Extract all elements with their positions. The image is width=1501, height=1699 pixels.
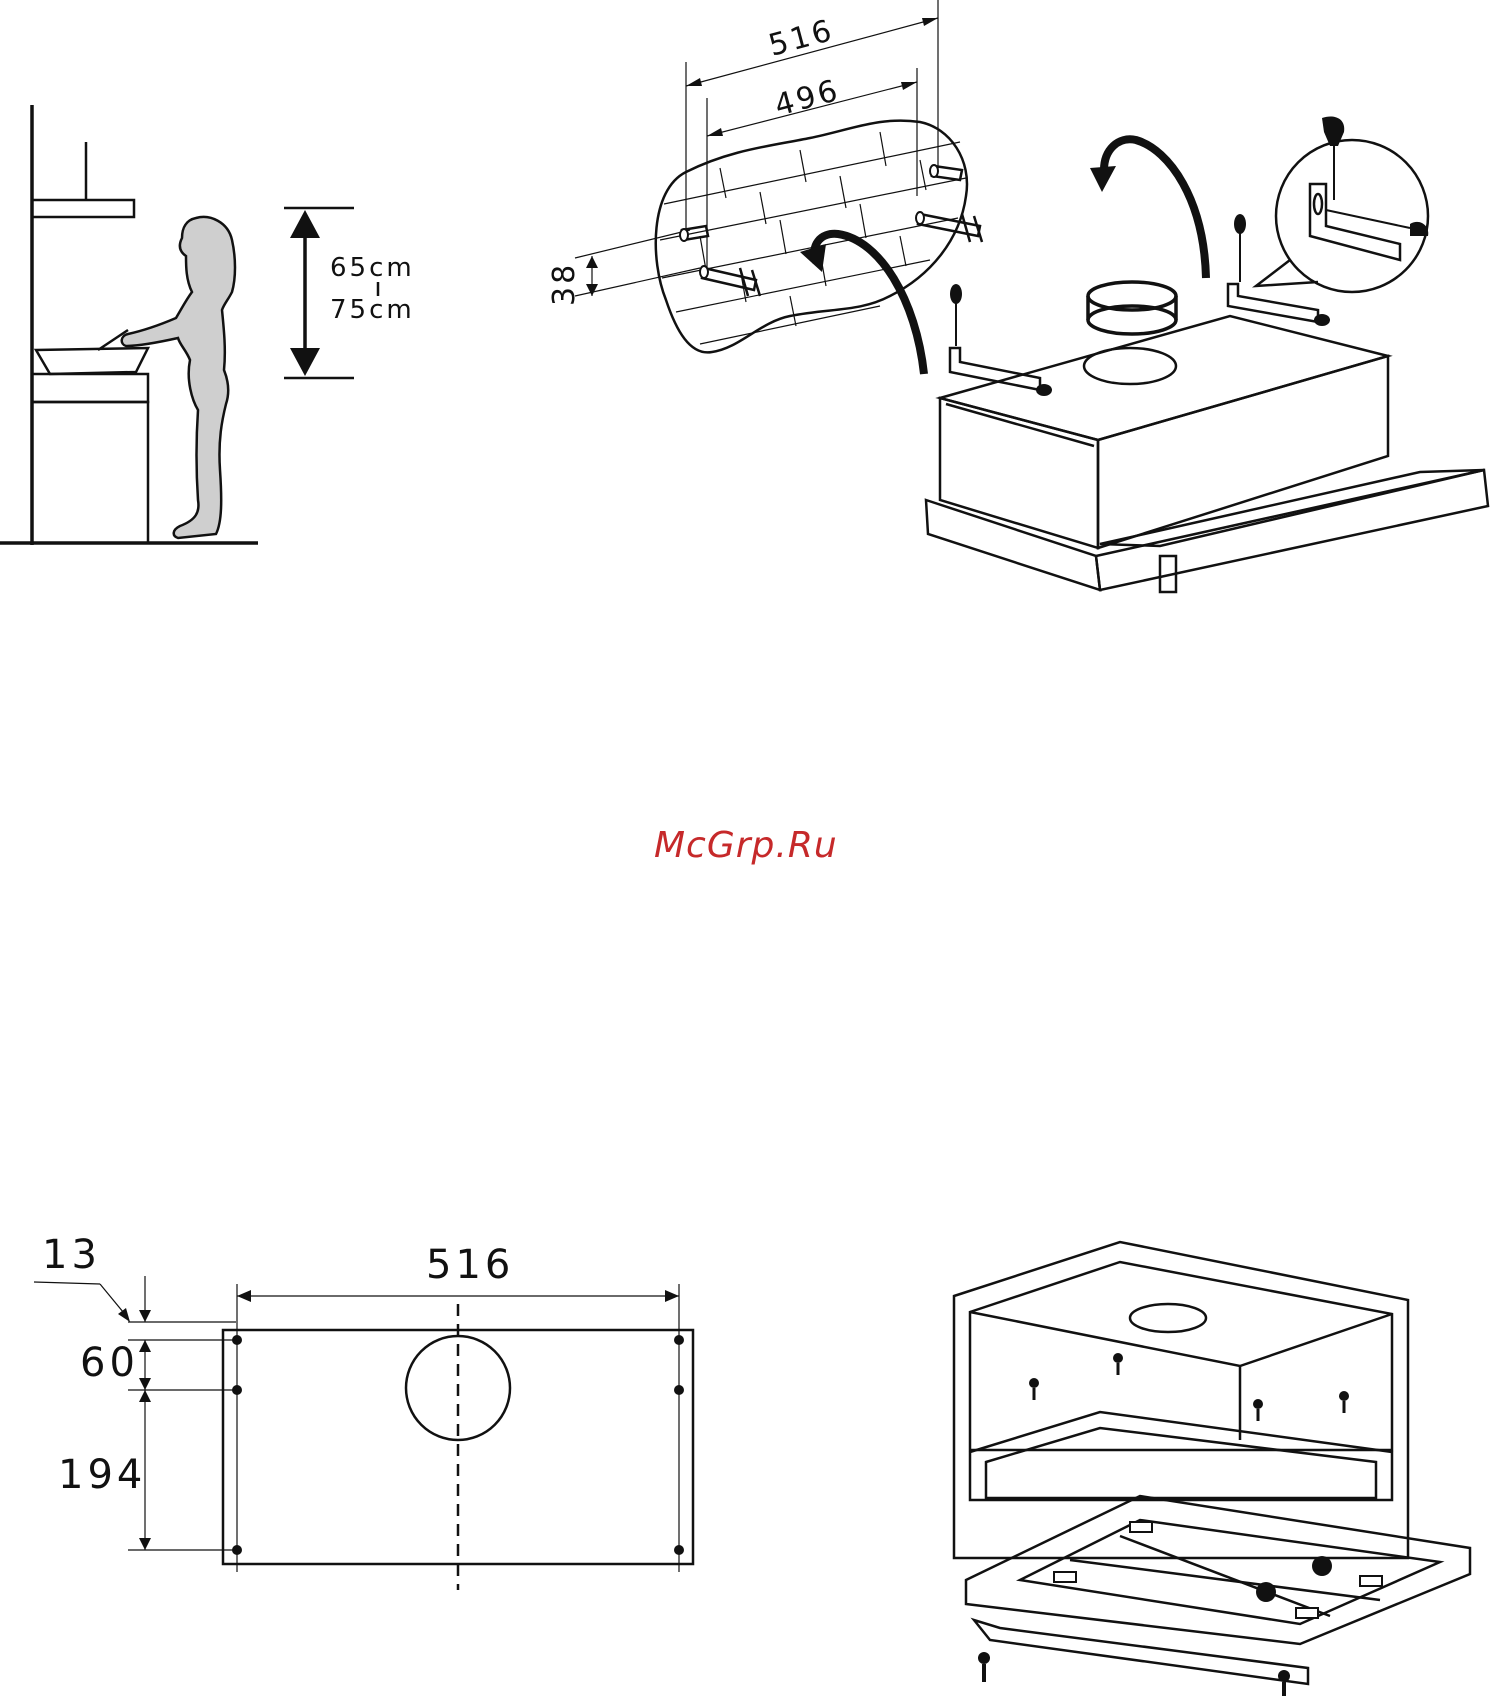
cabinet — [32, 402, 148, 543]
hood-front — [940, 398, 1098, 548]
wall-mounting-diagram: 516 496 38 — [547, 0, 1488, 592]
arrow-head-icon — [800, 244, 826, 272]
arrow-down-icon — [139, 1310, 151, 1322]
installation-height-diagram: 65cm 75cm — [0, 105, 415, 545]
arrow-head-icon — [1090, 166, 1116, 192]
curved-arrow-icon — [1104, 139, 1206, 278]
template-width-label: 516 — [426, 1242, 514, 1288]
cooktop — [32, 374, 148, 402]
fan-icon — [1256, 1556, 1332, 1602]
hood-in-cabinet-diagram — [954, 1242, 1470, 1696]
dim-496-label: 496 — [771, 73, 844, 124]
dim-38-label: 38 — [547, 262, 582, 306]
hood-drawer-top — [1100, 470, 1484, 546]
cabinet-inner-edge — [970, 1312, 1392, 1366]
arrow-down-icon — [139, 1378, 151, 1390]
height-label-low: 65cm — [330, 253, 415, 283]
cabinet-inner-top — [970, 1262, 1392, 1450]
mounting-bracket — [1228, 284, 1318, 322]
arrow-right-icon — [901, 82, 917, 90]
arrow-up-icon — [290, 210, 320, 238]
arrow-up-icon — [139, 1390, 151, 1402]
duct-hole — [1084, 348, 1176, 384]
arrow-down-icon — [139, 1538, 151, 1550]
range-hood — [32, 200, 134, 217]
ext-line-38-top — [575, 230, 690, 258]
duct-hole — [1130, 1304, 1206, 1332]
offset-top-label: 13 — [42, 1232, 101, 1278]
arrow-down-icon — [290, 348, 320, 376]
drilling-template-diagram: 516 13 60 194 — [34, 1232, 693, 1590]
filter-tray — [1020, 1520, 1440, 1624]
filter-clip-icon — [1054, 1522, 1382, 1618]
hood-side — [1098, 356, 1388, 548]
callout-pointer — [1256, 260, 1318, 286]
person-silhouette — [122, 217, 235, 538]
arrow-up-icon — [586, 256, 598, 268]
arrow-right-icon — [922, 18, 938, 26]
hood-bottom-rail — [926, 500, 1100, 590]
watermark-text: McGrp.Ru — [654, 825, 838, 866]
bracket-detail-callout — [1256, 117, 1428, 292]
height-label-high: 75cm — [330, 295, 415, 325]
lower-gap-label: 194 — [58, 1452, 146, 1498]
hood-edge — [946, 404, 1094, 446]
arrow-left-icon — [686, 78, 702, 86]
arrow-right-icon — [665, 1290, 679, 1302]
hood-frame-inner — [986, 1428, 1376, 1498]
row-gap-label: 60 — [80, 1340, 139, 1386]
cabinet-outer — [954, 1242, 1408, 1558]
arrow-down-icon — [586, 284, 598, 296]
arrow-icon — [118, 1308, 130, 1322]
screw-icon — [1029, 1353, 1349, 1421]
arrow-left-icon — [707, 128, 723, 136]
arrow-left-icon — [237, 1290, 251, 1302]
arrow-up-icon — [139, 1340, 151, 1352]
screw-icon — [1410, 222, 1428, 236]
wok — [36, 348, 148, 374]
dim-516-label: 516 — [765, 13, 838, 64]
bottom-rail — [974, 1620, 1308, 1684]
